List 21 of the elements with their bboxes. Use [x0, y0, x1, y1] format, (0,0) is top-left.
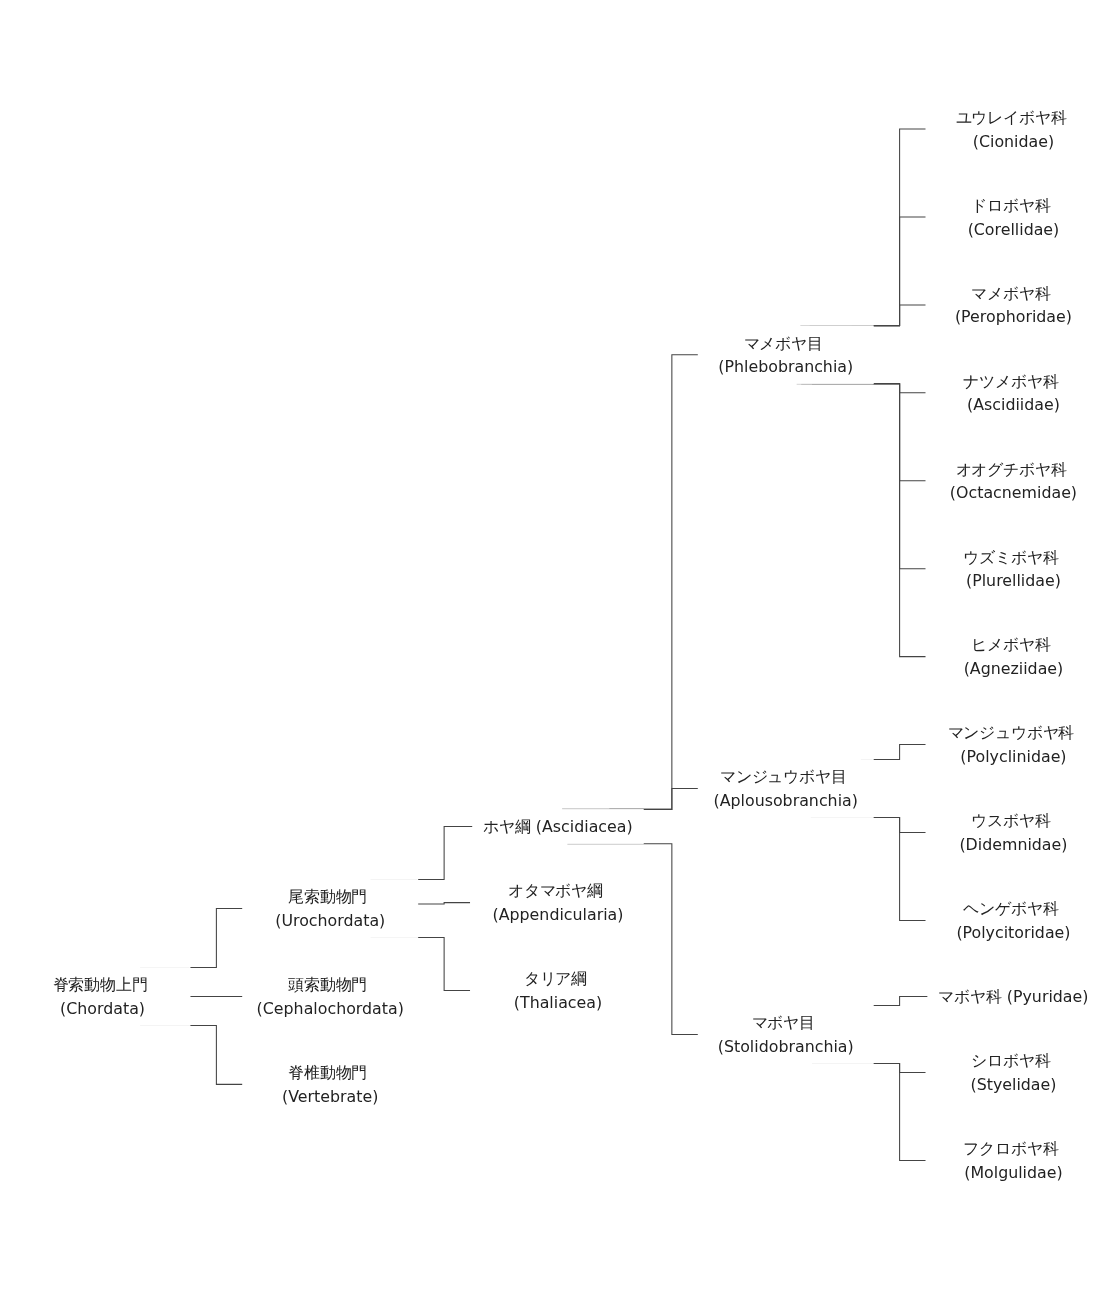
node-text: オタマボヤ綱 (Appendicularia) [492, 881, 624, 924]
node-text: シロボヤ科 (Styelidae) [970, 1051, 1057, 1094]
connector [872, 995, 929, 1006]
node-text: ウズミボヤ科 (Plurellidae) [963, 547, 1061, 590]
node-text: ドロボヤ科 (Corellidae) [967, 195, 1060, 238]
node-text: タリア綱 (Thaliacea) [513, 969, 603, 1012]
node-text: マボヤ目 (Stolidobranchia) [717, 1013, 854, 1056]
node-text: フクロボヤ科 (Molgulidae) [963, 1139, 1063, 1182]
node-text: ナツメボヤ科 (Ascidiidae) [963, 371, 1060, 414]
node-text: マメボヤ科 (Perophoridae) [954, 283, 1072, 326]
node-text: マボヤ科 (Pyuridae) [938, 986, 1089, 1006]
connector [189, 995, 244, 997]
node-text: ウスボヤ科 (Didemnidae) [959, 811, 1068, 854]
node-text: ヘンゲボヤ科 (Polycitoridae) [956, 899, 1071, 942]
node-text: マンジュウボヤ科 (Polyclinidae) [947, 723, 1075, 766]
node-text: 脊椎動物門 (Vertebrate) [282, 1063, 379, 1106]
node-text: ユウレイボヤ科 (Cionidae) [955, 107, 1067, 150]
connector [417, 901, 472, 905]
node-text: オオグチボヤ科 (Octacnemidae) [949, 459, 1078, 502]
node-text: 頭索動物門 (Cephalochordata) [256, 975, 404, 1018]
node-text: ヒメボヤ科 (Agneziidae) [963, 635, 1064, 678]
